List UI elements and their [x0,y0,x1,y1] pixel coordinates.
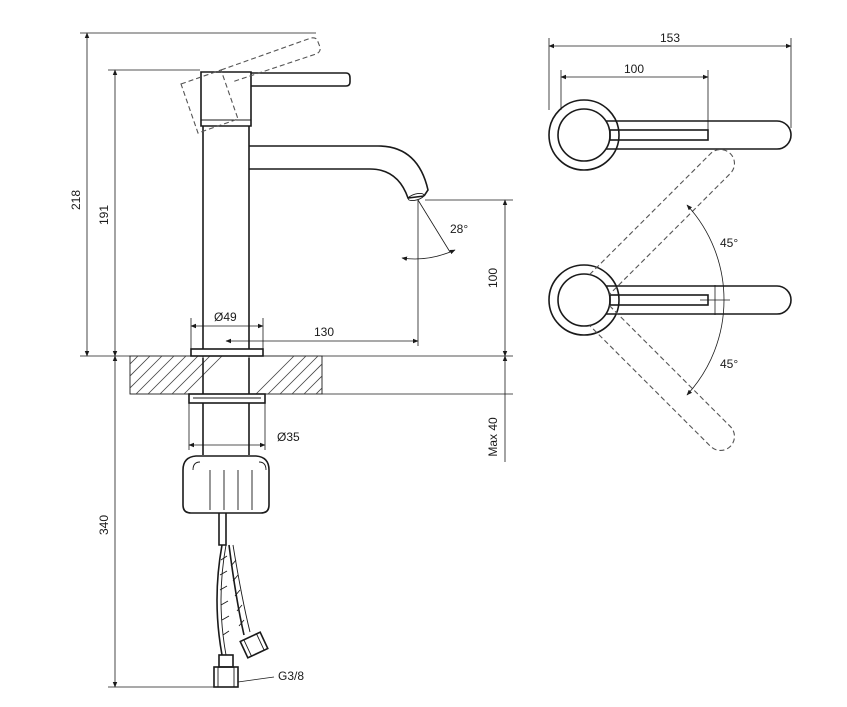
supply-hoses [213,513,269,688]
dim-191-label: 191 [97,205,111,225]
countertop-hatching [130,356,322,394]
faucet-side-view [180,37,429,688]
dim-153-label: 153 [660,31,680,45]
dim-28deg-label: 28° [450,222,468,236]
faucet-fixing-nut [182,455,270,514]
countertop [129,355,323,395]
dimension-lines-side [80,32,513,688]
lever-rotated-up [589,148,736,295]
dim-340-label: 340 [97,515,111,535]
connection-g38-label: G3/8 [278,669,304,683]
rotation-up-label: 45° [720,236,738,250]
rotation-down-label: 45° [720,357,738,371]
dimension-labels-side: 218 191 340 100 Max 40 Ø49 130 Ø35 28° G… [69,190,500,683]
dim-rotation-up-arc [686,204,725,301]
dim-rotation-down-arc [686,299,725,396]
faucet-lever [251,72,351,87]
hose-connector-2 [239,631,269,659]
top-view-lever-1 [606,120,792,150]
top-view-rotation: 45° 45° [548,148,792,452]
dim-top-100-label: 100 [624,62,644,76]
faucet-spout [249,145,429,199]
dim-130-label: 130 [314,325,334,339]
faucet-base-ring [190,348,264,357]
dim-100-label: 100 [486,268,500,288]
dim-max40-label: Max 40 [486,417,500,457]
faucet-lever-raised-position [180,37,321,134]
faucet-locking-ring [188,393,266,404]
lever-rotated-down [589,305,736,452]
faucet-cartridge-head [200,71,252,127]
top-view-handle-reach: 153 100 [548,31,792,171]
dim-28deg-arc [401,249,456,261]
top-view-lever-2 [606,285,792,315]
dim-49-label: Ø49 [214,310,237,324]
dim-35-label: Ø35 [277,430,300,444]
dim-218-label: 218 [69,190,83,210]
